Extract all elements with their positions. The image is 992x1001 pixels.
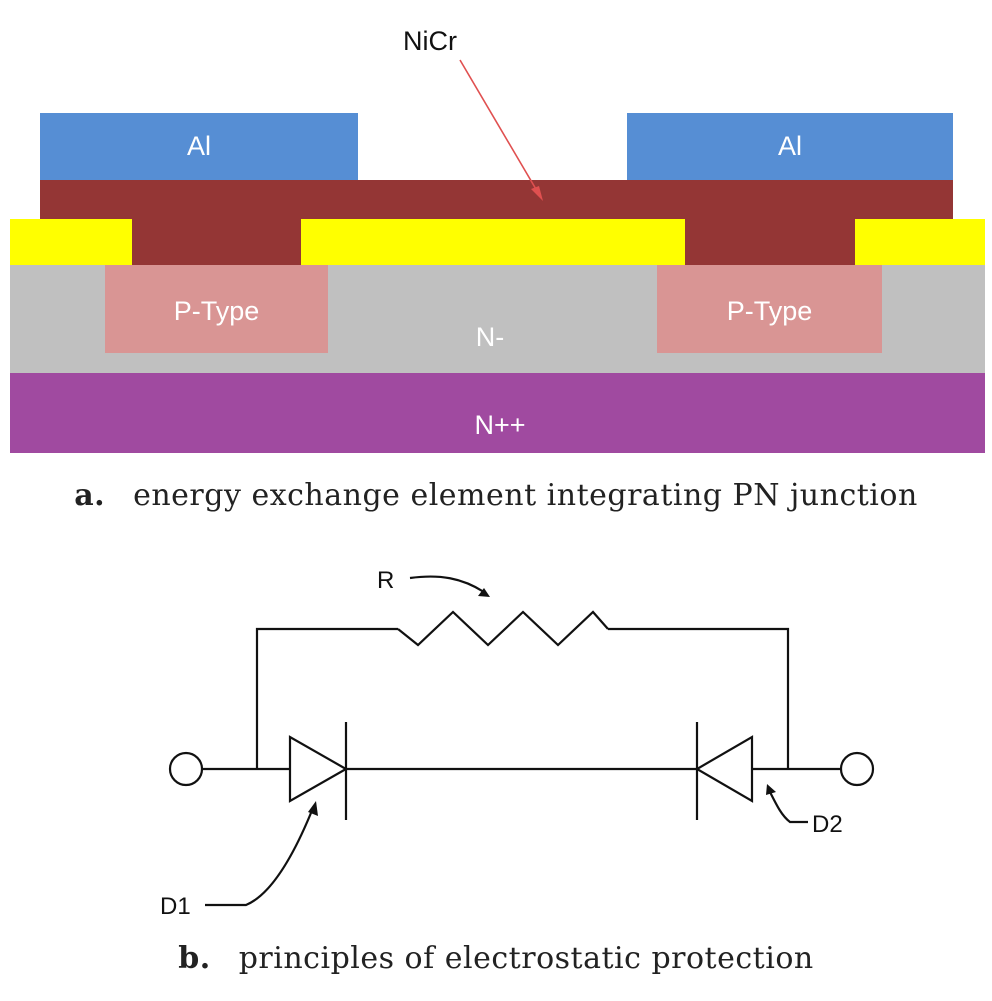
- caption-a-text: energy exchange element integrating PN j…: [133, 478, 918, 513]
- caption-b-letter: b.: [178, 941, 211, 976]
- right-terminal: [839, 751, 875, 787]
- r-pointer-line: [409, 575, 485, 593]
- al-right-contact: [627, 113, 953, 180]
- left-bypass-wire: [255, 627, 398, 769]
- p-type-right-region: [657, 265, 882, 353]
- d2-label: D2: [812, 811, 843, 838]
- n-plus-plus-substrate: [10, 373, 985, 453]
- oxide-right: [855, 219, 985, 265]
- n-minus-label: N-: [475, 322, 505, 352]
- nicr-arrow: [459, 59, 543, 201]
- d1-pointer-arrowhead: [308, 801, 318, 816]
- diode-d2: [694, 735, 754, 803]
- oxide-center: [301, 219, 685, 265]
- caption-b: b. principles of electrostatic protection: [0, 941, 992, 976]
- n-plus-plus-label: N++: [474, 410, 526, 440]
- al-left-label: Al: [186, 131, 211, 161]
- al-left-contact: [40, 113, 358, 180]
- d1-label: D1: [160, 893, 191, 920]
- diode-d1: [288, 735, 349, 803]
- d2-pointer-line: [769, 791, 808, 824]
- r-pointer-arrowhead: [478, 588, 490, 597]
- resistor-r: [397, 610, 609, 647]
- d2-pointer-arrowhead: [766, 784, 776, 795]
- p-type-left-region: [105, 265, 328, 353]
- r-label: R: [377, 567, 394, 594]
- left-terminal: [168, 751, 204, 787]
- oxide-left: [10, 219, 132, 265]
- caption-a-letter: a.: [74, 478, 106, 513]
- p-type-right-label: P-Type: [726, 296, 813, 326]
- right-bypass-wire: [608, 627, 790, 769]
- p-type-left-label: P-Type: [173, 296, 260, 326]
- al-right-label: Al: [777, 131, 802, 161]
- d1-pointer-line: [205, 807, 315, 907]
- caption-a: a. energy exchange element integrating PN…: [0, 478, 992, 513]
- nicr-label: NiCr: [403, 26, 457, 56]
- caption-b-text: principles of electrostatic protection: [238, 941, 814, 976]
